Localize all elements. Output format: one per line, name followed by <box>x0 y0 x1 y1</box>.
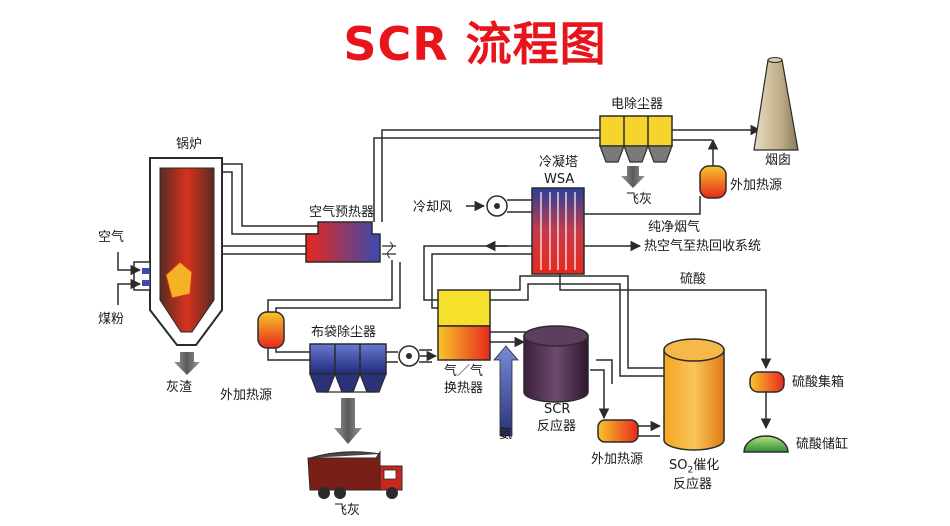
so2-reactor-label-1: SO2催化 <box>669 458 720 476</box>
electrostatic-precipitator <box>599 115 673 163</box>
heater-3-label: 外加热源 <box>730 178 783 193</box>
ash-arrow <box>174 352 200 375</box>
acid-storage-label: 硫酸储缸 <box>796 437 849 452</box>
cooling-air-label: 冷却风 <box>413 200 453 215</box>
heater-1 <box>257 311 285 349</box>
acid-storage-tank <box>743 435 789 453</box>
hot-air-label: 热空气至热回收系统 <box>644 239 762 254</box>
truck-fly-ash-label: 飞灰 <box>334 503 361 518</box>
boiler <box>133 157 223 346</box>
fan-1 <box>398 345 432 367</box>
acid-tank-label: 硫酸集箱 <box>792 375 845 390</box>
clean-gas-label: 纯净烟气 <box>648 220 701 235</box>
coal-label: 煤粉 <box>98 312 125 327</box>
acid-label: 硫酸 <box>680 272 707 287</box>
heater-2 <box>597 419 639 443</box>
bag-filter-label: 布袋除尘器 <box>311 325 377 340</box>
esp-fly-ash-arrow <box>621 166 645 188</box>
scr-label-2: 反应器 <box>537 419 577 434</box>
heater-2-label: 外加热源 <box>591 452 644 467</box>
esp-fly-ash-label: 飞灰 <box>626 192 653 207</box>
heater-3 <box>699 165 727 199</box>
acid-collection-tank <box>749 371 785 393</box>
chimney <box>753 57 799 151</box>
wsa-label-2: WSA <box>544 172 575 187</box>
heater-1-label: 外加热源 <box>220 388 273 403</box>
gas-exchanger-label-2: 换热器 <box>444 381 484 396</box>
gas-exchanger-label-1: 气／气 <box>444 364 484 379</box>
esp-label: 电除尘器 <box>611 97 664 112</box>
air-preheater <box>305 221 396 263</box>
air-preheater-label: 空气预热器 <box>309 205 375 220</box>
boiler-label: 锅炉 <box>176 137 203 152</box>
ammonia-arrow <box>493 345 519 437</box>
ammonia-label: 氨 <box>499 427 513 442</box>
page-title: SCR 流程图 <box>343 17 607 71</box>
wsa-condenser <box>531 187 585 275</box>
fly-ash-arrow <box>334 398 362 444</box>
cooling-air-fan <box>486 195 532 217</box>
wsa-label-1: 冷凝塔 <box>539 155 579 170</box>
bag-filter <box>309 343 387 393</box>
ash-label: 灰渣 <box>166 380 193 395</box>
air-label: 空气 <box>98 230 125 245</box>
so2-catalytic-reactor <box>663 338 725 451</box>
scr-label-1: SCR <box>544 402 571 417</box>
gas-gas-exchanger <box>437 289 491 361</box>
chimney-label: 烟囱 <box>765 153 792 168</box>
scr-reactor <box>523 325 589 403</box>
fly-ash-truck <box>307 450 403 499</box>
so2-reactor-label-2: 反应器 <box>673 477 713 492</box>
